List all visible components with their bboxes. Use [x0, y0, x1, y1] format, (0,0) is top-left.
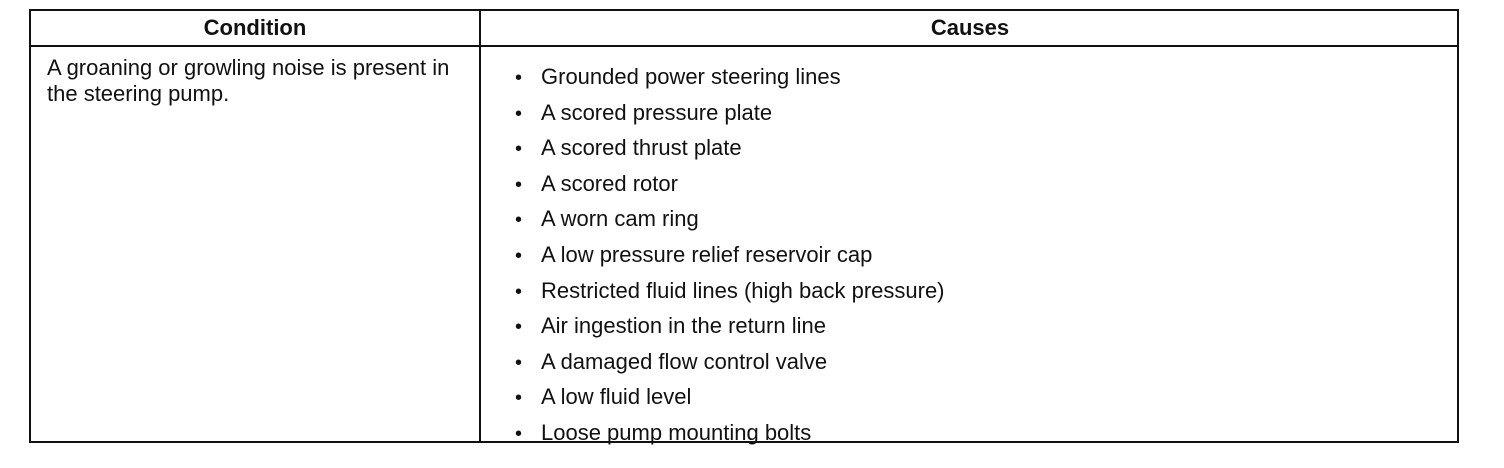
- cause-text: Loose pump mounting bolts: [541, 419, 812, 445]
- bullet-icon: •: [515, 138, 523, 161]
- cause-text: A damaged flow control valve: [541, 348, 828, 374]
- cause-text: Grounded power steering lines: [541, 64, 841, 89]
- table-header-row: Condition Causes: [31, 11, 1457, 47]
- cause-item: • Loose pump mounting bolts: [515, 415, 945, 451]
- cause-item: • Grounded power steering lines: [515, 59, 945, 95]
- cause-item: • A scored thrust plate: [515, 130, 945, 166]
- cause-item: • Air ingestion in the return line: [515, 308, 945, 344]
- cause-text: A scored thrust plate: [541, 135, 742, 161]
- bullet-icon: •: [515, 67, 523, 89]
- cause-text: Restricted fluid lines (high back pressu…: [541, 277, 945, 303]
- condition-cell: A groaning or growling noise is present …: [47, 55, 450, 106]
- bullet-icon: •: [515, 316, 523, 339]
- cause-text: A low fluid level: [541, 384, 692, 410]
- cause-text: Air ingestion in the return line: [541, 313, 826, 339]
- causes-list: • Grounded power steering lines • A scored…: [515, 59, 945, 451]
- cause-item: • Restricted fluid lines (high back press…: [515, 273, 945, 309]
- bullet-icon: •: [515, 102, 523, 125]
- cause-item: • A damaged flow control valve: [515, 344, 945, 380]
- bullet-icon: •: [515, 422, 523, 445]
- cause-item: • A worn cam ring: [515, 201, 945, 237]
- bullet-icon: •: [515, 209, 523, 232]
- bullet-icon: •: [515, 244, 523, 267]
- header-condition: Condition: [203, 15, 307, 40]
- cause-text: A scored pressure plate: [541, 99, 773, 125]
- cause-text: A scored rotor: [541, 170, 678, 196]
- bullet-icon: •: [515, 280, 523, 303]
- cause-text: A worn cam ring: [541, 206, 699, 232]
- cause-item: • A low pressure relief reservoir cap: [515, 237, 945, 273]
- cause-item: • A scored rotor: [515, 166, 945, 202]
- cause-item: • A scored pressure plate: [515, 95, 945, 131]
- cause-item: • A low fluid level: [515, 379, 945, 415]
- bullet-icon: •: [515, 351, 523, 374]
- bullet-icon: •: [515, 387, 523, 410]
- header-causes: Causes: [930, 15, 1010, 40]
- bullet-icon: •: [515, 173, 523, 196]
- column-divider: [479, 11, 481, 441]
- diagnosis-table: Condition Causes A groaning or growling …: [29, 9, 1459, 445]
- cause-text: A low pressure relief reservoir cap: [541, 241, 873, 267]
